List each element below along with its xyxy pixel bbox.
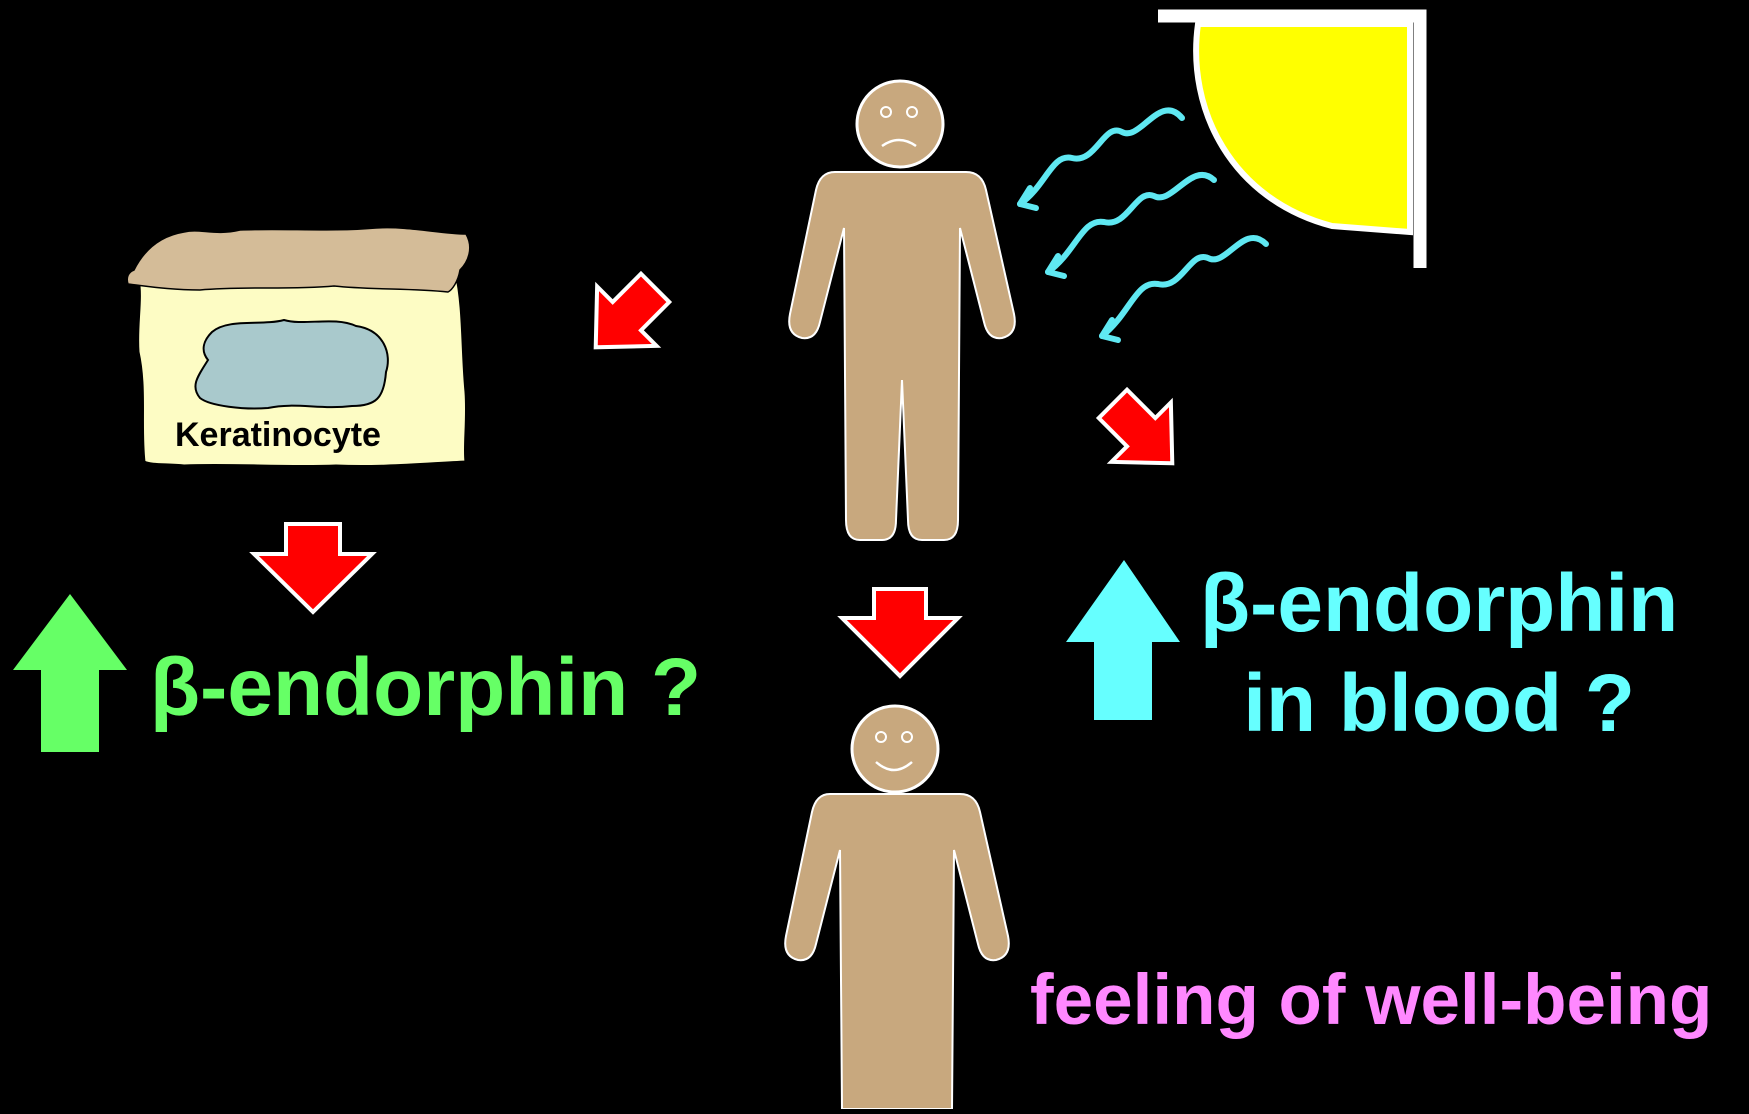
arrow-person-down [842,589,958,676]
arrow-to-blood [1083,374,1202,493]
person-sad [789,81,1015,540]
beta-endorphin-blood-label: β-endorphin in blood ? [1200,554,1678,754]
beta-endorphin-label: β-endorphin ? [150,647,701,729]
beta-endorphin-blood-line1: β-endorphin [1200,554,1678,654]
beta-endorphin-blood-line2: in blood ? [1200,654,1678,754]
arrow-to-cell [566,258,685,377]
well-being-label: feeling of well-being [1030,965,1712,1036]
head-happy [852,706,938,792]
sun-icon [1158,16,1420,268]
keratinocyte-label: Keratinocyte [175,418,381,452]
uv-ray-3 [1102,238,1266,340]
cell-top-layer [127,228,470,292]
body-sad [789,172,1015,540]
cyan-up-arrow [1066,560,1180,720]
green-up-arrow [13,594,127,752]
uv-ray-1 [1020,110,1182,208]
nucleus [195,320,387,409]
body-happy [785,794,1009,1109]
person-happy [785,706,1009,1109]
arrow-cell-down [254,524,372,612]
head-sad [857,81,943,167]
uv-ray-2 [1048,175,1214,276]
